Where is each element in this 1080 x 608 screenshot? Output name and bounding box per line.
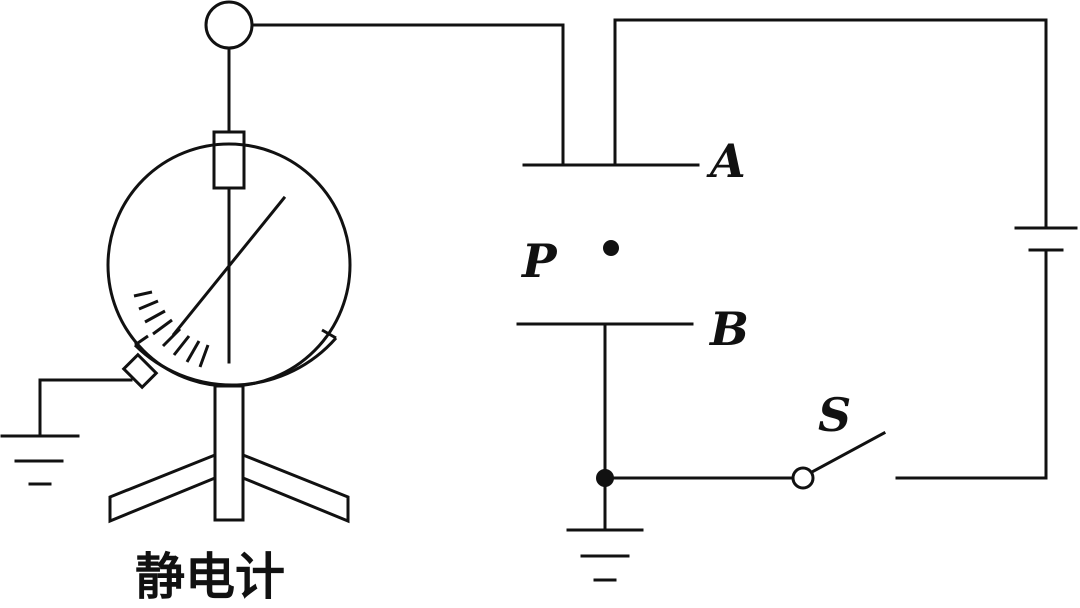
label-plate-b: B [708,302,749,356]
wire-knob-to-plate-a [250,23,565,167]
wire-plate-a-to-battery [613,18,1048,230]
electroscope-knob [204,0,254,50]
label-plate-a: A [706,134,746,188]
battery [1014,226,1078,252]
electroscope-insulator [212,130,246,190]
electroscope-scale [133,290,210,368]
label-point-p: P [520,234,558,288]
electroscope-stand-foot-left [108,453,216,524]
electroscope-stand-foot-right [242,453,350,524]
wire-switch-to-battery [895,248,1048,480]
electroscope-ground [0,378,133,486]
point-p [603,240,619,256]
electroscope-needle [171,195,287,337]
electroscope [106,0,352,524]
electroscope-terminal [121,352,159,390]
electroscope-stand [213,384,245,522]
circuit-ground [566,476,644,582]
label-switch-s: S [818,388,851,442]
switch-s [791,430,887,490]
label-electroscope: 静电计 [135,548,285,606]
